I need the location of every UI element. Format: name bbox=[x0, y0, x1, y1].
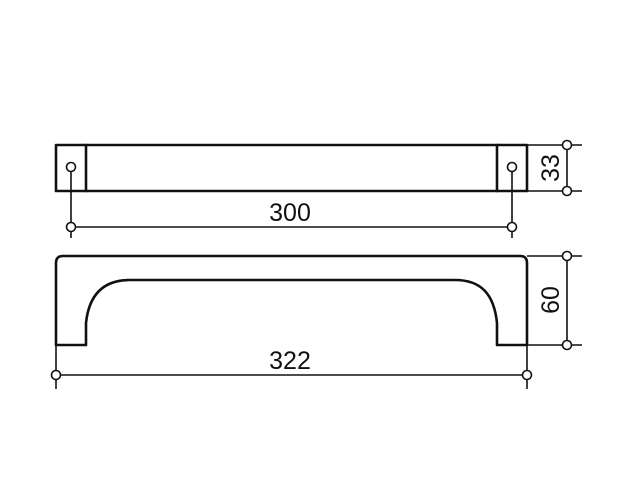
dimension-label-322: 322 bbox=[269, 347, 311, 375]
dimension-terminator-left bbox=[50, 369, 62, 381]
dimension-terminator-top bbox=[561, 139, 573, 151]
dimension-terminator-right bbox=[506, 221, 518, 233]
side-view bbox=[54, 254, 529, 347]
dimension-terminator-bottom bbox=[561, 339, 573, 351]
dimension-terminator-right bbox=[521, 369, 533, 381]
dimension-label-33: 33 bbox=[537, 154, 565, 182]
dimension-handle-height: 60 bbox=[527, 250, 582, 351]
dimension-terminator-left bbox=[65, 221, 77, 233]
dimension-terminator-bottom bbox=[561, 185, 573, 197]
dimension-label-300: 300 bbox=[269, 199, 311, 227]
dimension-hole-spacing: 300 bbox=[65, 172, 518, 238]
dimension-terminator-top bbox=[561, 250, 573, 262]
dimension-overall-length: 322 bbox=[50, 345, 533, 389]
right-mounting-hole bbox=[506, 161, 518, 173]
top-view bbox=[54, 143, 529, 193]
dimension-bar-height: 33 bbox=[527, 139, 582, 197]
top-view-outline bbox=[54, 143, 529, 193]
dimension-label-60: 60 bbox=[537, 286, 565, 314]
handle-profile bbox=[54, 254, 529, 347]
left-mounting-hole bbox=[65, 161, 77, 173]
